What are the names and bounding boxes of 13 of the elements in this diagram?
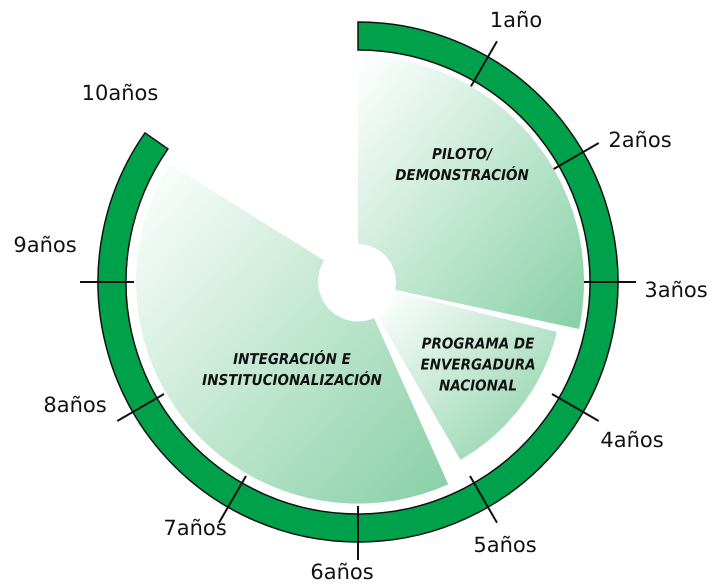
year-label: 10años (82, 81, 158, 105)
year-label: 4años (600, 428, 664, 452)
phase-label: PILOTO/ DEMONSTRACIÓN (394, 144, 530, 186)
year-label: 5años (473, 533, 537, 557)
phase-label: INTEGRACIÓN E INSTITUCIONALIZACIÓN (201, 348, 383, 391)
year-label: 8años (43, 393, 107, 417)
year-label: 9años (13, 233, 77, 257)
year-label: 7años (163, 516, 227, 540)
year-label: 2años (608, 128, 672, 152)
year-label: 3años (644, 278, 708, 302)
year-label: 1año (490, 8, 542, 32)
phase-label: PROGRAMA DE ENVERGADURA NACIONAL (419, 333, 537, 396)
year-label: 6años (310, 560, 374, 584)
